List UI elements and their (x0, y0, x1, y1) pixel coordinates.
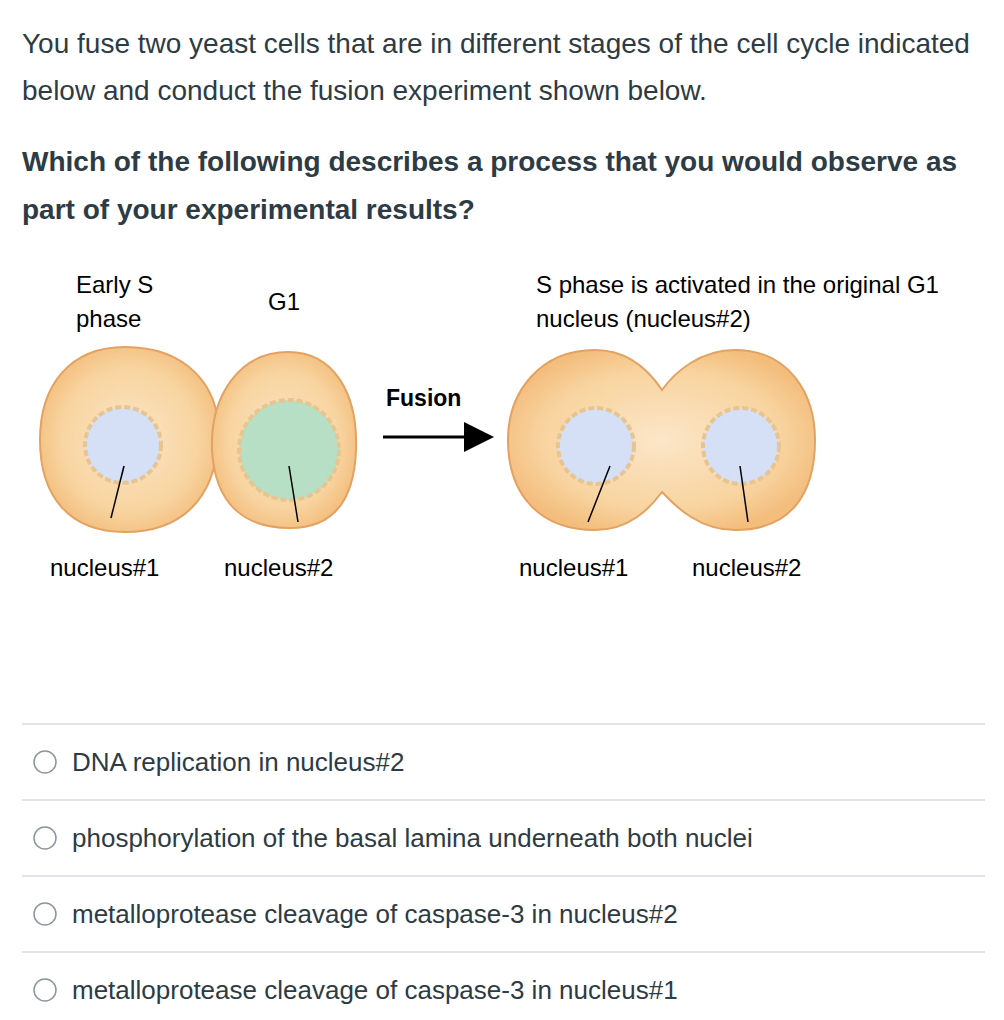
nucleus-label: nucleus#2 (224, 552, 384, 584)
answer-option: metalloprotease cleavage of caspase-3 in… (72, 974, 972, 1006)
result-label: S phase is activated in the original G1 … (536, 268, 996, 336)
radio-button (34, 751, 56, 1001)
answer-option: metalloprotease cleavage of caspase-3 in… (72, 898, 972, 930)
fusion-label: Fusion (386, 383, 496, 413)
nucleus-label: nucleus#2 (692, 552, 852, 584)
leader-line (111, 466, 124, 518)
cell-early-s (40, 347, 218, 532)
fused-cell (508, 350, 815, 530)
leader-line (588, 466, 610, 522)
leader-line (289, 466, 298, 522)
phase-label: Early S phase (76, 268, 196, 336)
fusion-arrow (383, 436, 488, 439)
leader-line (740, 466, 748, 522)
nucleus-label: nucleus#1 (519, 552, 679, 584)
nucleus-label: nucleus#1 (50, 552, 210, 584)
answer-option: DNA replication in nucleus#2 (72, 746, 972, 778)
separator-line (22, 724, 985, 952)
nucleus (239, 400, 339, 500)
nucleus (558, 408, 634, 484)
question-prompt: Which of the following describes a proce… (22, 138, 982, 234)
answer-option: phosphorylation of the basal lamina unde… (72, 822, 972, 854)
cell-g1 (212, 352, 356, 528)
phase-label: G1 (268, 285, 328, 319)
question-text: You fuse two yeast cells that are in dif… (22, 20, 992, 114)
